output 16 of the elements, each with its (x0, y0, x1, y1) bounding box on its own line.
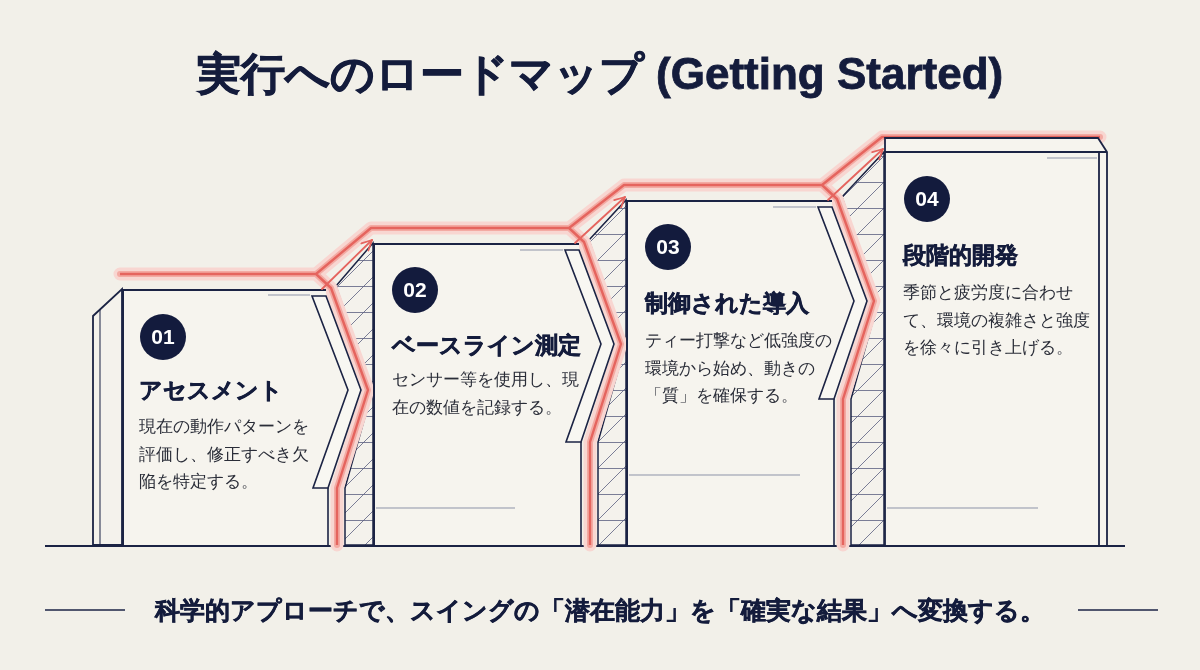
arrow (321, 239, 373, 290)
step-description: 現在の動作パターンを評価し、修正すべき欠陥を特定する。 (139, 416, 310, 493)
step-heading: 段階的開発 (903, 241, 1018, 270)
arrow (827, 148, 884, 201)
arrow (574, 196, 626, 244)
step-heading: 制御された導入 (645, 289, 809, 318)
step-heading: ベースライン測定 (392, 331, 581, 360)
step-panel (626, 200, 868, 545)
step-panel (884, 137, 1108, 545)
step-description: ティー打撃など低強度の環境から始め、動きの「質」を確保する。 (645, 330, 833, 407)
step-heading: アセスメント (139, 376, 283, 405)
step-description: 季節と疲労度に合わせて、環境の複雑さと強度を徐々に引き上げる。 (903, 282, 1091, 359)
step-panel (122, 289, 362, 545)
step-description: センサー等を使用し、現在の数値を記録する。 (392, 369, 580, 419)
title: 実行へのロードマップ (Getting Started) (196, 48, 1004, 100)
caption: 科学的アプローチで、スイングの「潜在能力」を「確実な結果」へ変換する。 (155, 595, 1045, 626)
